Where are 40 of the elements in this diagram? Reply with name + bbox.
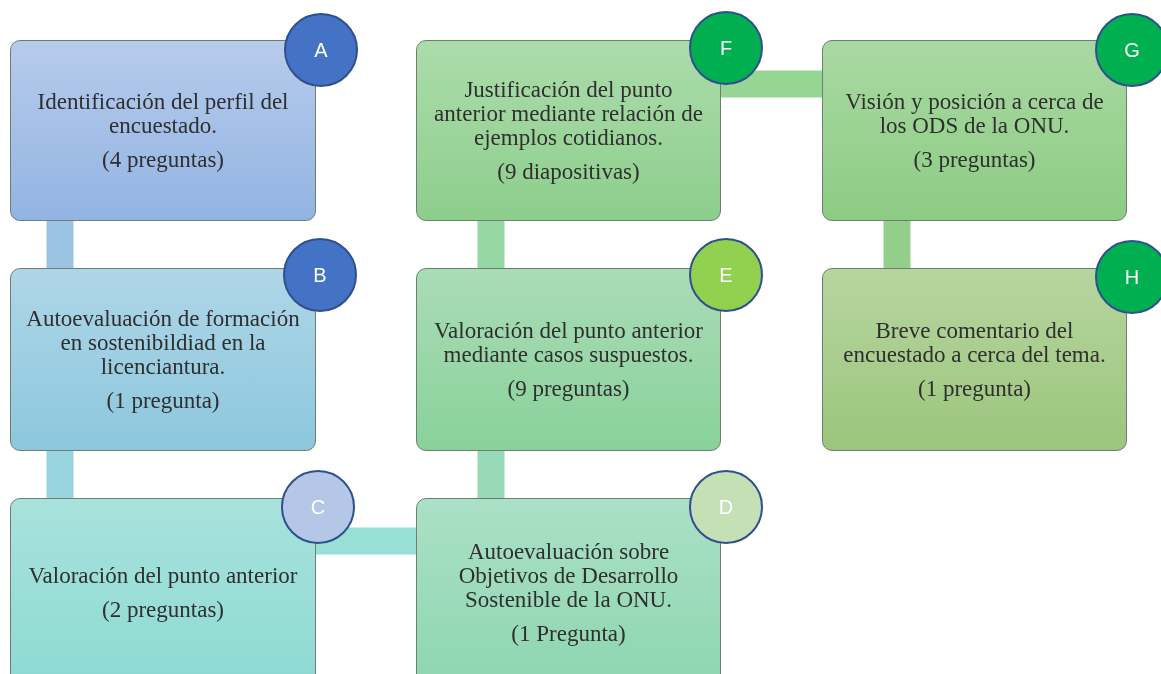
step-description: Identificación del perfil del encuestado. (36, 89, 290, 138)
step-description: Visión y posición a cerca de los ODS de la ONU. (844, 89, 1105, 138)
step-letter: E (719, 263, 733, 287)
question-count: (1 pregunta) (106, 388, 220, 413)
step-letter: G (1124, 38, 1140, 62)
question-count: (3 preguntas) (913, 147, 1036, 172)
process-box (822, 268, 1127, 451)
connector-bar (46, 451, 74, 498)
step-description: Valoración del punto anterior (28, 564, 298, 588)
question-count: (2 preguntas) (102, 598, 224, 622)
connector-bar (721, 70, 822, 98)
step-letter: F (719, 36, 733, 60)
step-description: Justificación del punto anterior mediante relación de ejemplos cotidianos. (433, 77, 704, 150)
connector-bar (46, 221, 74, 268)
step-letter: H (1124, 265, 1140, 289)
process-box (416, 268, 721, 451)
step-description: Autoevaluación sobre Objetivos de Desarrollo Sostenible de la ONU. (457, 540, 680, 612)
question-count: (9 diapositivas) (497, 159, 640, 184)
connector-bar (883, 221, 911, 268)
connector-bar (316, 527, 416, 555)
connector-bar (477, 221, 505, 268)
step-letter-circle (1095, 240, 1161, 314)
question-count: (1 Pregunta) (511, 622, 626, 646)
connector-bar (477, 451, 505, 498)
step-letter: C (310, 495, 326, 519)
process-box (10, 40, 316, 221)
step-description: Breve comentario del encuestado a cerca del tema. (842, 318, 1107, 367)
step-description: Autoevaluación de formación en sostenibildiad en la licenciantura. (25, 306, 301, 379)
process-box (416, 40, 721, 221)
question-count: (9 preguntas) (507, 376, 630, 401)
question-count: (1 pregunta) (917, 376, 1031, 401)
step-letter: A (314, 38, 328, 62)
step-letter: D (718, 495, 734, 519)
step-letter-circle (1095, 13, 1161, 87)
process-box (10, 268, 316, 451)
process-box (822, 40, 1127, 221)
question-count: (4 preguntas) (102, 147, 224, 172)
step-description: Valoración del punto anterior mediante casos suspuestos. (433, 318, 704, 367)
step-letter: B (313, 263, 327, 287)
process-box (416, 498, 721, 674)
